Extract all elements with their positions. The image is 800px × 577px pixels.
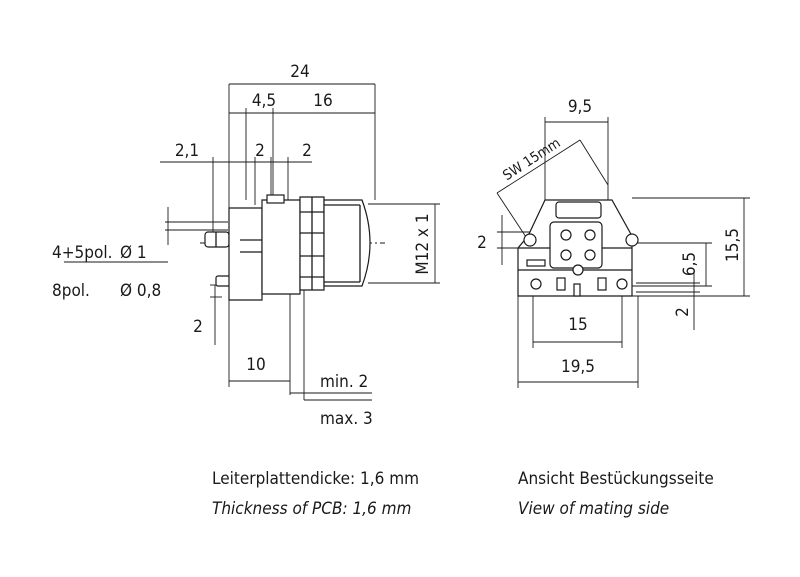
dim-2-a: 2 [255,141,265,161]
dim-4-5: 4,5 [252,91,276,111]
pin-value-2: Ø 0,8 [120,281,161,301]
dim-2-left: 2 [193,317,203,337]
dim-15: 15 [568,315,587,335]
pin-label-1: 4+5pol. [52,243,112,263]
dim-16: 16 [313,91,332,111]
min-label: min. 2 [320,372,368,392]
dim-19-5: 19,5 [561,357,595,377]
caption-pcb-en: Thickness of PCB: 1,6 mm [212,499,411,519]
dim-6-5: 6,5 [680,252,700,276]
wrench-size: SW 15mm [500,135,563,184]
side-view: 24 4,5 16 2,1 2 2 4+5pol. Ø 1 8pol. Ø 0,… [52,62,440,429]
side-view-connector-body [204,194,371,301]
dim-10: 10 [246,355,265,375]
thread-label: M12 x 1 [413,213,433,274]
dim-2-b: 2 [302,141,312,161]
captions: Leiterplattendicke: 1,6 mm Thickness of … [212,469,714,519]
front-view-connector-face [517,199,639,297]
caption-view-en: View of mating side [518,499,669,519]
dim-2-front-right: 2 [673,307,693,317]
dim-15-5: 15,5 [723,228,743,262]
dim-24: 24 [290,62,309,82]
dim-2-1: 2,1 [175,141,199,161]
max-label: max. 3 [320,409,373,429]
caption-view-de: Ansicht Bestückungsseite [518,469,714,489]
dim-2-front-left: 2 [477,233,487,253]
front-view: 9,5 SW 15mm 2 6,5 15,5 15 2 19,5 [477,97,750,388]
dim-9-5: 9,5 [568,97,592,117]
caption-pcb-de: Leiterplattendicke: 1,6 mm [212,469,419,489]
pin-value-1: Ø 1 [120,243,147,263]
pin-label-2: 8pol. [52,281,90,301]
